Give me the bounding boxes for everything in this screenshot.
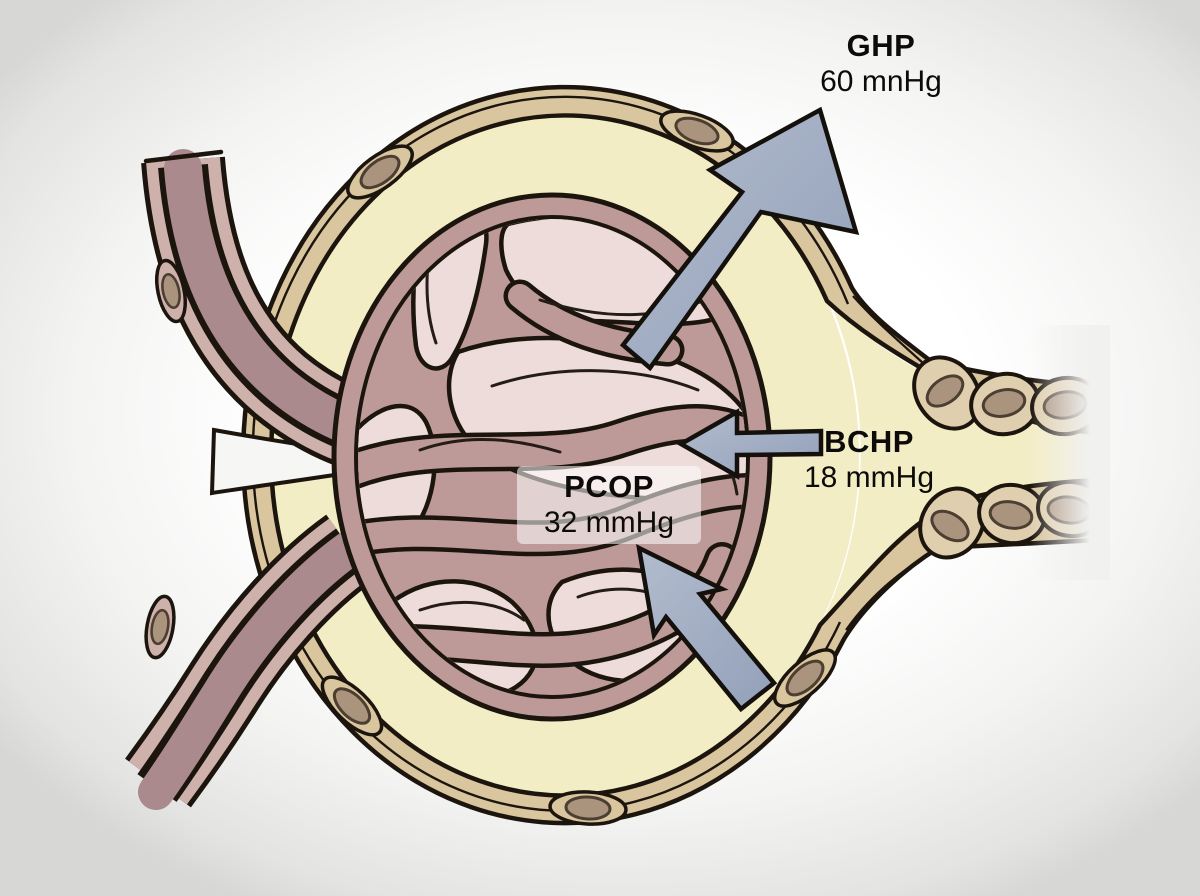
tubule-lumen xyxy=(821,302,1098,624)
efferent-arteriole xyxy=(125,514,375,810)
bchp-label: BCHP 18 mmHg xyxy=(779,423,959,496)
pcop-arrow xyxy=(636,544,778,713)
wall-cell-nucleus xyxy=(346,144,414,200)
funnel-line-upper xyxy=(852,295,925,365)
wall-cell-nucleus xyxy=(548,790,628,826)
funnel-line-lower xyxy=(845,553,931,631)
arteriole-wall-nucleus xyxy=(144,594,176,660)
pcop-label: PCOP 32 mmHg xyxy=(517,466,701,544)
pcop-value: 32 mmHg xyxy=(543,506,675,539)
bchp-value: 18 mmHg xyxy=(803,461,935,494)
ghp-arrow xyxy=(619,106,860,372)
ghp-abbr: GHP xyxy=(846,28,916,63)
ghp-label: GHP 60 mnHg xyxy=(791,27,971,100)
arteriole-wall-nucleus xyxy=(154,258,188,324)
capillary-detail-lines xyxy=(418,220,739,622)
bchp-abbr: BCHP xyxy=(824,424,914,459)
wall-cell-nucleus xyxy=(773,648,837,708)
artwork-edge-fade xyxy=(1030,325,1110,580)
pcop-abbr: PCOP xyxy=(564,469,654,504)
capsule-wall-nuclei xyxy=(320,109,837,826)
wall-cell-nucleus xyxy=(320,675,384,737)
wall-cell-nucleus xyxy=(659,109,735,153)
ghp-value: 60 mnHg xyxy=(820,65,942,98)
bchp-arrow xyxy=(676,408,824,480)
